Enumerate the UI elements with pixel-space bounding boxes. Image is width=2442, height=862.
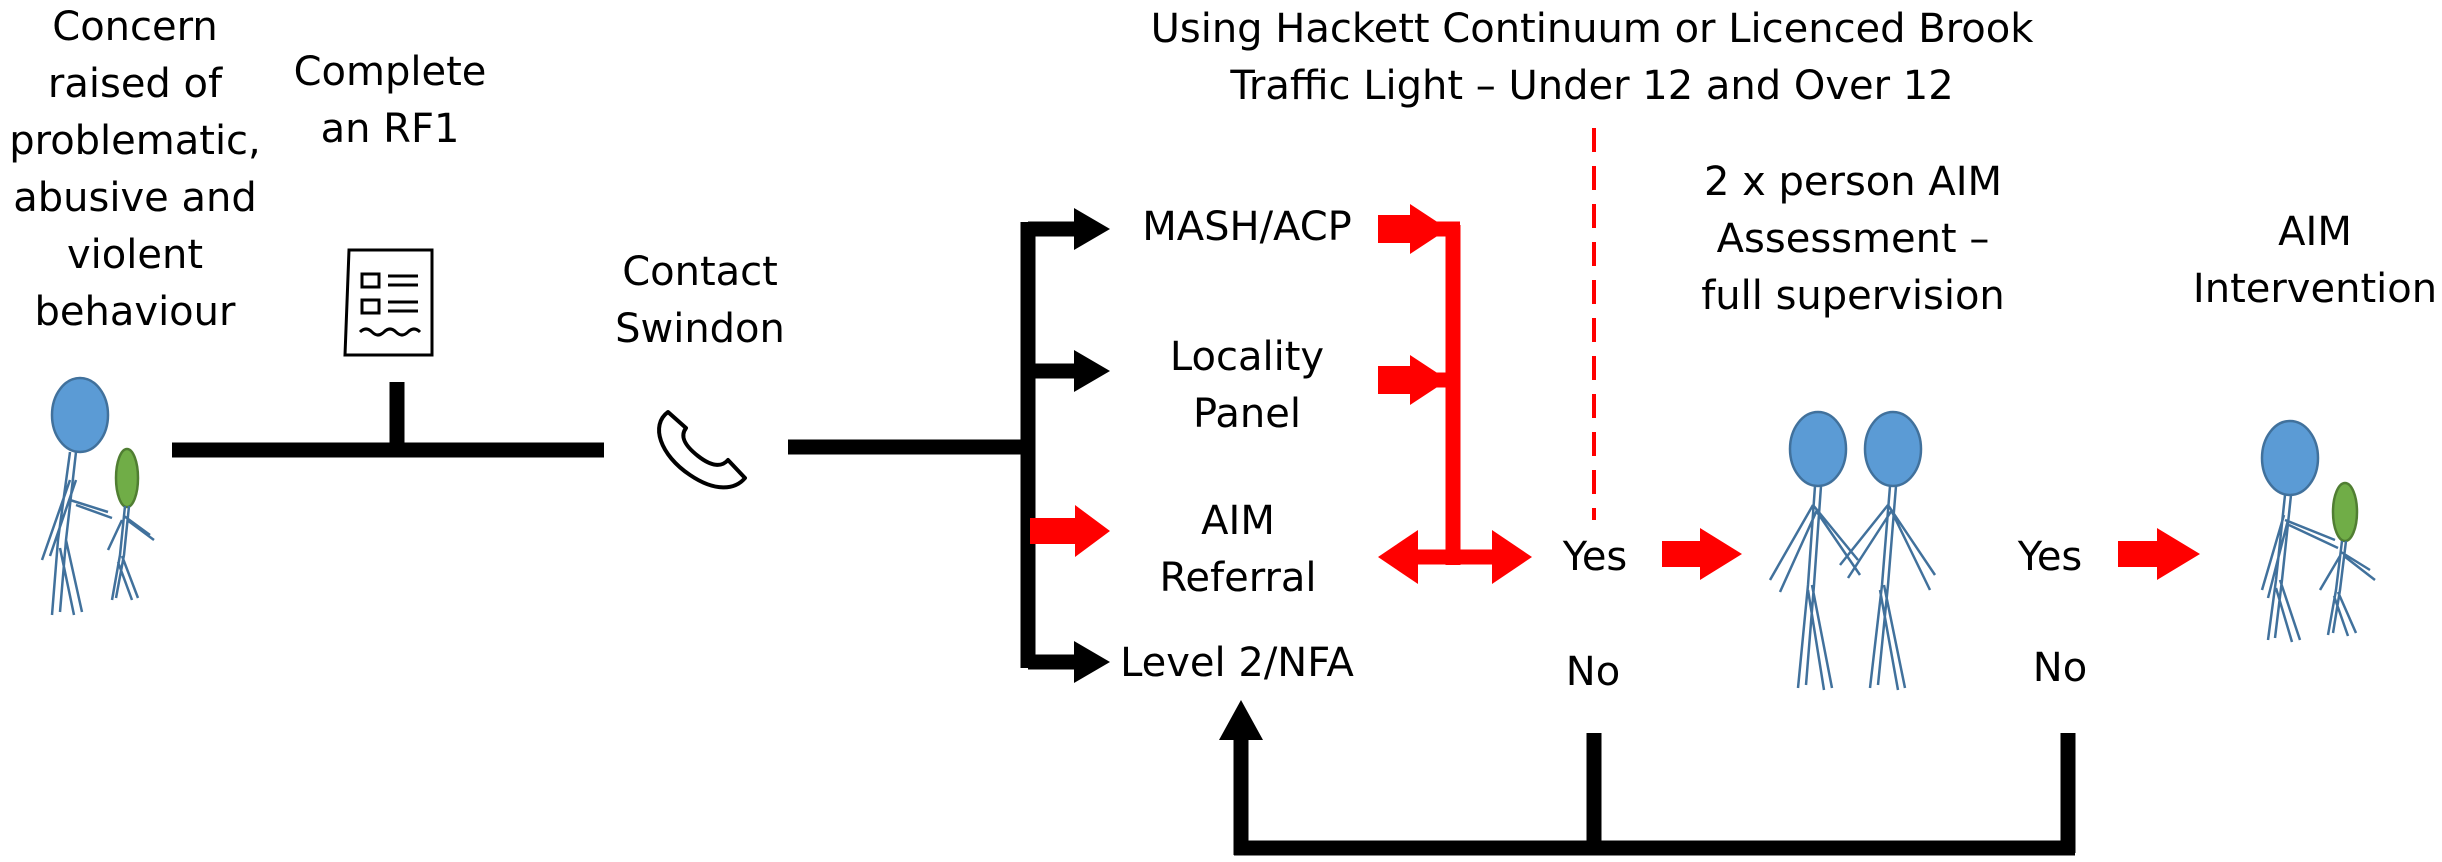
assessment-tool-label: Using Hackett Continuum or Licenced Broo… xyxy=(1151,6,2035,109)
locality-panel-label-line: Panel xyxy=(1193,391,1301,437)
aim-assessment-label-line: 2 x person AIM xyxy=(1704,159,2002,205)
complete-rf1-label-line: Complete xyxy=(294,49,487,95)
assessment-tool-label-line: Using Hackett Continuum or Licenced Broo… xyxy=(1151,6,2035,52)
mash-acp-label: MASH/ACP xyxy=(1142,204,1352,250)
aim-intervention-figure-icon xyxy=(2260,419,2376,643)
adult-and-child-figure-icon xyxy=(40,376,155,616)
contact-swindon-label-line: Contact xyxy=(622,249,778,295)
no-label-after-referral: No xyxy=(1566,649,1620,695)
concern-label-line: Concern xyxy=(52,4,217,50)
aim-assessment-label-line: Assessment – xyxy=(1717,216,1990,262)
concern-label-line: raised of xyxy=(48,61,223,107)
contact-swindon-label: Contact Swindon xyxy=(615,249,785,352)
concern-label: Concern raised of problematic, abusive a… xyxy=(9,4,261,335)
arrowhead-to-level2 xyxy=(1074,641,1110,683)
locality-panel-label: Locality Panel xyxy=(1170,334,1324,437)
level2-nfa-label: Level 2/NFA xyxy=(1120,640,1354,686)
red-flow-lines xyxy=(1410,128,1596,565)
aim-referral-label-line: Referral xyxy=(1159,555,1316,601)
concern-label-line: behaviour xyxy=(35,289,236,335)
yes-label-after-referral: Yes xyxy=(1562,534,1628,580)
red-arrow-yes-to-assessment xyxy=(1662,528,1742,580)
assessment-tool-label-line: Traffic Light – Under 12 and Over 12 xyxy=(1229,63,1953,109)
red-arrowhead-to-yes xyxy=(1492,530,1532,584)
locality-panel-label-line: Locality xyxy=(1170,334,1324,380)
complete-rf1-label-line: an RF1 xyxy=(321,106,460,152)
concern-label-line: problematic, xyxy=(9,118,261,164)
aim-intervention-label-line: AIM xyxy=(2278,209,2352,255)
aim-intervention-label: AIM Intervention xyxy=(2193,209,2437,312)
aim-assessment-label: 2 x person AIM Assessment – full supervi… xyxy=(1701,159,2005,319)
black-arrowheads xyxy=(1074,208,1263,740)
document-list-icon xyxy=(343,248,434,357)
arrowhead-to-locality xyxy=(1074,350,1110,392)
red-arrow-into-aim-referral xyxy=(1030,505,1110,557)
red-arrow-mash xyxy=(1378,204,1448,254)
aim-intervention-label-line: Intervention xyxy=(2193,266,2437,312)
yes-label-after-assessment: Yes xyxy=(2017,534,2083,580)
red-arrows xyxy=(1030,204,2200,584)
concern-label-line: abusive and xyxy=(13,175,256,221)
complete-rf1-label: Complete an RF1 xyxy=(294,49,487,152)
aim-assessment-label-line: full supervision xyxy=(1701,273,2005,319)
contact-swindon-label-line: Swindon xyxy=(615,306,785,352)
red-arrow-locality xyxy=(1378,355,1448,405)
phone-icon xyxy=(657,410,747,490)
no-label-after-assessment: No xyxy=(2033,645,2087,691)
aim-referral-label: AIM Referral xyxy=(1159,498,1316,601)
two-practitioners-figure-icon xyxy=(1768,410,1937,691)
concern-label-line: violent xyxy=(67,232,203,278)
arrowhead-to-mash xyxy=(1074,208,1110,250)
red-arrowhead-to-aim-referral xyxy=(1378,530,1418,584)
aim-referral-label-line: AIM xyxy=(1201,498,1275,544)
red-arrow-yes-to-intervention xyxy=(2118,528,2200,580)
arrowhead-up-to-level2 xyxy=(1219,700,1263,740)
black-flow-lines xyxy=(172,221,2076,856)
